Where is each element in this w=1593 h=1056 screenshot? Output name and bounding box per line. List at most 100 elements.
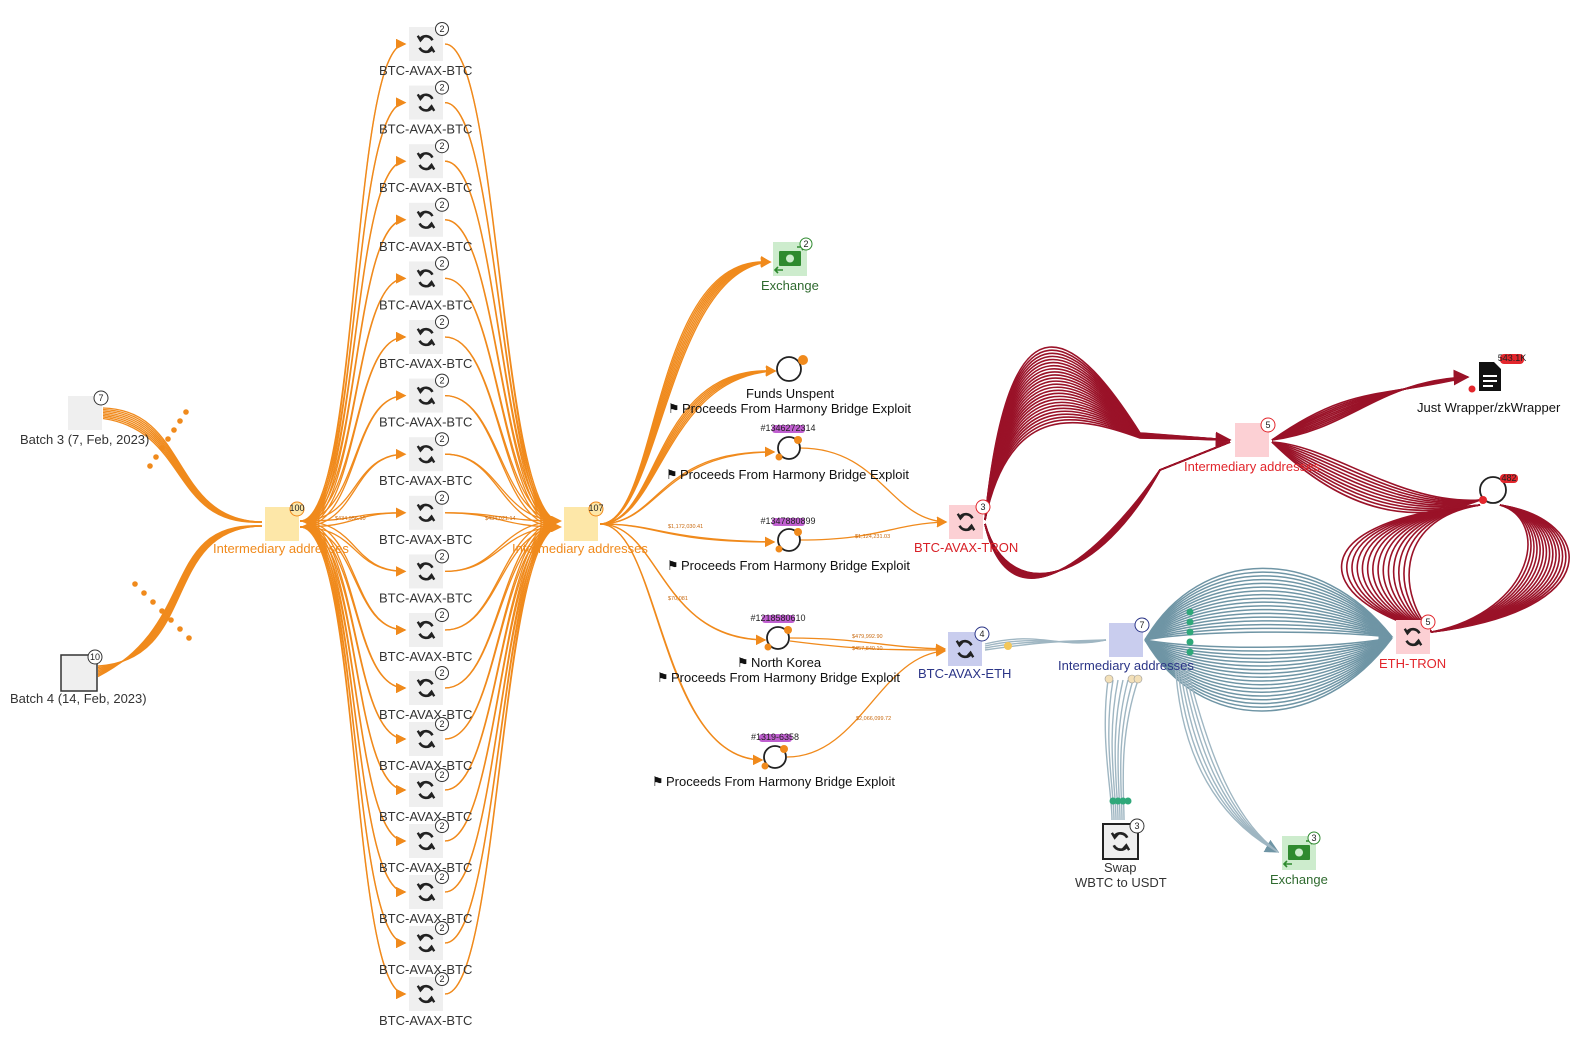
edge-amount-label: $434,021.14 bbox=[485, 516, 516, 522]
batch-3-node[interactable]: 7 Batch 3 (7, Feb, 2023) bbox=[20, 390, 149, 447]
tagged-address-node-2[interactable]: #1347880899 bbox=[760, 516, 816, 553]
flag-icon: ⚑ bbox=[667, 558, 679, 573]
tagged-address-node-4[interactable]: #1319-6358 bbox=[751, 732, 799, 770]
swap-badge-count: 3 bbox=[1134, 821, 1139, 831]
tagged-address-node-1[interactable]: #1346272314 bbox=[760, 423, 816, 461]
edge-amount-label: $1,124,231.03 bbox=[855, 534, 890, 540]
btc-avax-btc-badge-count: 2 bbox=[439, 258, 444, 268]
loop-node-red[interactable]: 482 bbox=[1479, 473, 1518, 504]
btc-avax-btc-label: BTC-AVAX-BTC bbox=[379, 63, 472, 78]
btc-avax-btc-label: BTC-AVAX-BTC bbox=[379, 911, 472, 926]
btc-avax-btc-label: BTC-AVAX-BTC bbox=[379, 122, 472, 137]
btc-avax-btc-badge-count: 2 bbox=[439, 141, 444, 151]
swap-label-1: Swap bbox=[1104, 860, 1137, 875]
tag-3-text: #1218580610 bbox=[750, 613, 805, 623]
batch-3-badge bbox=[93, 390, 109, 406]
tag-1-text: #1346272314 bbox=[760, 423, 815, 433]
intermediary-1-label: Intermediary addresses bbox=[213, 541, 349, 556]
btc-avax-tron-node[interactable]: 3 BTC-AVAX-TRON bbox=[914, 499, 1018, 555]
btc-avax-btc-badge-count: 2 bbox=[439, 376, 444, 386]
btc-avax-btc-label: BTC-AVAX-BTC bbox=[379, 758, 472, 773]
btc-avax-btc-badge-count: 2 bbox=[439, 83, 444, 93]
harmony-flag-2: ⚑ Proceeds From Harmony Bridge Exploit bbox=[666, 467, 909, 482]
funds-unspent-node[interactable]: Funds Unspent bbox=[746, 355, 835, 401]
btc-avax-btc-badge-count: 2 bbox=[439, 872, 444, 882]
intermediary-node-2[interactable]: 107 Intermediary addresses bbox=[512, 501, 648, 556]
btc-avax-btc-badge bbox=[435, 432, 449, 447]
btc-avax-btc-label: BTC-AVAX-BTC bbox=[379, 707, 472, 722]
exchange-top-badge-count: 2 bbox=[803, 239, 808, 249]
btc-avax-btc-label: BTC-AVAX-BTC bbox=[379, 962, 472, 977]
north-korea-label: North Korea bbox=[751, 655, 822, 670]
loop-icon bbox=[776, 356, 802, 382]
exchange-node-bottom[interactable]: 3 Exchange bbox=[1270, 831, 1328, 887]
btc-avax-btc-label: BTC-AVAX-BTC bbox=[379, 239, 472, 254]
intermediary-blue-badge-count: 7 bbox=[1139, 620, 1144, 630]
just-wrapper-node[interactable]: 543.1K Just Wrapper/zkWrapper bbox=[1417, 353, 1561, 415]
swap-node[interactable]: 3 Swap WBTC to USDT bbox=[1075, 818, 1167, 890]
batch-3-badge-count: 7 bbox=[98, 393, 103, 403]
btc-avax-btc-badge-count: 2 bbox=[439, 770, 444, 780]
btc-avax-btc-badge bbox=[435, 490, 449, 505]
exchange-bottom-badge-count: 3 bbox=[1311, 833, 1316, 843]
intermediary-node-1[interactable]: 100 Intermediary addresses bbox=[213, 501, 349, 556]
btc-avax-btc-label: BTC-AVAX-BTC bbox=[379, 1013, 472, 1028]
intermediary-node-red[interactable]: 5 Intermediary addresses bbox=[1184, 417, 1320, 474]
btc-avax-btc-label: BTC-AVAX-BTC bbox=[379, 356, 472, 371]
edge-amount-label: $70,081 bbox=[668, 596, 688, 602]
btc-avax-eth-node[interactable]: 4 BTC-AVAX-ETH bbox=[918, 626, 1011, 681]
harmony-flag-1-label: Proceeds From Harmony Bridge Exploit bbox=[682, 401, 911, 416]
edge-amount-label: $434,956.10 bbox=[335, 516, 366, 522]
tag-pill bbox=[762, 615, 795, 623]
btc-avax-btc-label: BTC-AVAX-BTC bbox=[379, 649, 472, 664]
exchange-bottom-label: Exchange bbox=[1270, 872, 1328, 887]
swap-label-2: WBTC to USDT bbox=[1075, 875, 1167, 890]
btc-avax-btc-badge-count: 2 bbox=[439, 923, 444, 933]
exchange-node-top[interactable]: 2 Exchange bbox=[761, 237, 819, 293]
exchange-bottom-badge bbox=[1307, 831, 1321, 845]
btc-avax-btc-badge-count: 2 bbox=[439, 610, 444, 620]
intermediary-node-blue[interactable]: 7 Intermediary addresses bbox=[1058, 617, 1194, 673]
harmony-flag-5-label: Proceeds From Harmony Bridge Exploit bbox=[666, 774, 895, 789]
btc-avax-btc-column: 2BTC-AVAX-BTC2BTC-AVAX-BTC2BTC-AVAX-BTC2… bbox=[379, 22, 472, 1029]
intermediary-2-badge-count: 107 bbox=[588, 503, 603, 513]
batch-3-label: Batch 3 (7, Feb, 2023) bbox=[20, 432, 149, 447]
loop-icon bbox=[1479, 476, 1507, 504]
just-wrapper-label: Just Wrapper/zkWrapper bbox=[1417, 400, 1561, 415]
crimson-edges bbox=[984, 346, 1570, 633]
btc-avax-btc-badge-count: 2 bbox=[439, 493, 444, 503]
north-korea-flag: ⚑ North Korea bbox=[737, 655, 822, 670]
tagged-address-node-3[interactable]: #1218580610 bbox=[750, 613, 806, 651]
batch-4-badge bbox=[87, 649, 103, 665]
loop-red-badge bbox=[1500, 474, 1518, 483]
btc-avax-btc-label: BTC-AVAX-BTC bbox=[379, 415, 472, 430]
batch-4-badge-count: 10 bbox=[90, 652, 100, 662]
btc-avax-btc-badge-count: 2 bbox=[439, 719, 444, 729]
batch-4-node[interactable]: 10 Batch 4 (14, Feb, 2023) bbox=[10, 649, 147, 706]
intermediary-2-badge bbox=[588, 501, 604, 517]
swap-badge bbox=[1129, 818, 1145, 834]
btc-avax-eth-badge bbox=[974, 626, 990, 642]
eth-tron-node[interactable]: 5 ETH-TRON bbox=[1379, 614, 1446, 671]
btc-avax-btc-badge bbox=[435, 717, 449, 731]
intermediary-1-badge-count: 100 bbox=[289, 503, 304, 513]
